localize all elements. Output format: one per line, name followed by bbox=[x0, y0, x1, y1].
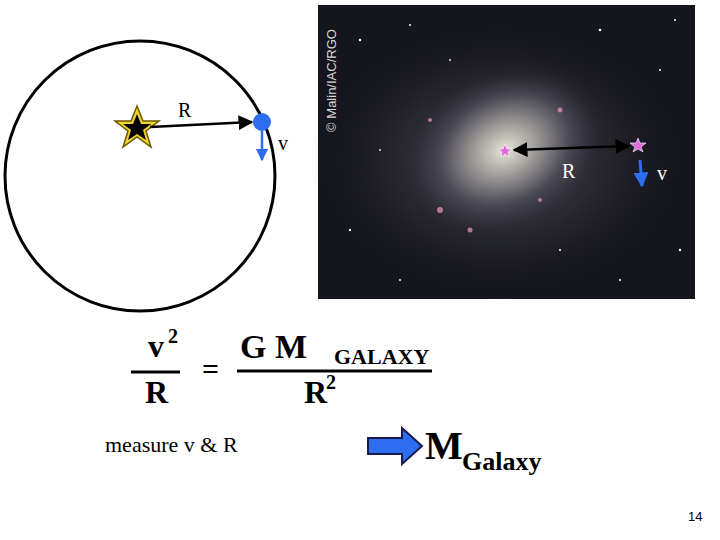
star-core bbox=[123, 114, 151, 140]
instruction-text: measure v & R bbox=[105, 434, 238, 456]
watermark: © Malin/IAC/RGO bbox=[324, 29, 337, 132]
velocity-arrow bbox=[640, 160, 642, 186]
center-star bbox=[498, 144, 512, 157]
equation-term: v bbox=[148, 330, 164, 362]
radius-arrow bbox=[514, 146, 629, 150]
block-arrow bbox=[368, 428, 422, 464]
velocity-label: v bbox=[278, 133, 288, 153]
galaxy-halo bbox=[310, 20, 690, 300]
equation-term: G M bbox=[240, 330, 307, 364]
equation-sign: = bbox=[202, 354, 219, 384]
galaxy-core bbox=[369, 26, 640, 273]
radius-arrow bbox=[150, 122, 252, 127]
velocity-label: v bbox=[657, 163, 667, 183]
outer-star bbox=[630, 138, 646, 152]
equation-term: R bbox=[145, 376, 168, 408]
orbiting-body bbox=[253, 113, 271, 131]
fraction-bar bbox=[131, 371, 180, 374]
equation-exponent: 2 bbox=[326, 372, 336, 392]
equation-exponent: 2 bbox=[168, 326, 178, 346]
nebula-spots bbox=[428, 108, 563, 233]
velocity-arrow bbox=[261, 131, 264, 160]
radius-label: R bbox=[562, 161, 575, 181]
background-stars bbox=[349, 19, 681, 281]
result-symbol: M bbox=[425, 426, 463, 466]
page-number: 14 bbox=[688, 510, 702, 523]
result-subscript: Galaxy bbox=[462, 449, 541, 475]
equation-term: R bbox=[304, 376, 327, 408]
radius-label: R bbox=[178, 100, 191, 120]
orbit-circle bbox=[5, 41, 275, 311]
equation-subscript: GALAXY bbox=[334, 346, 429, 368]
